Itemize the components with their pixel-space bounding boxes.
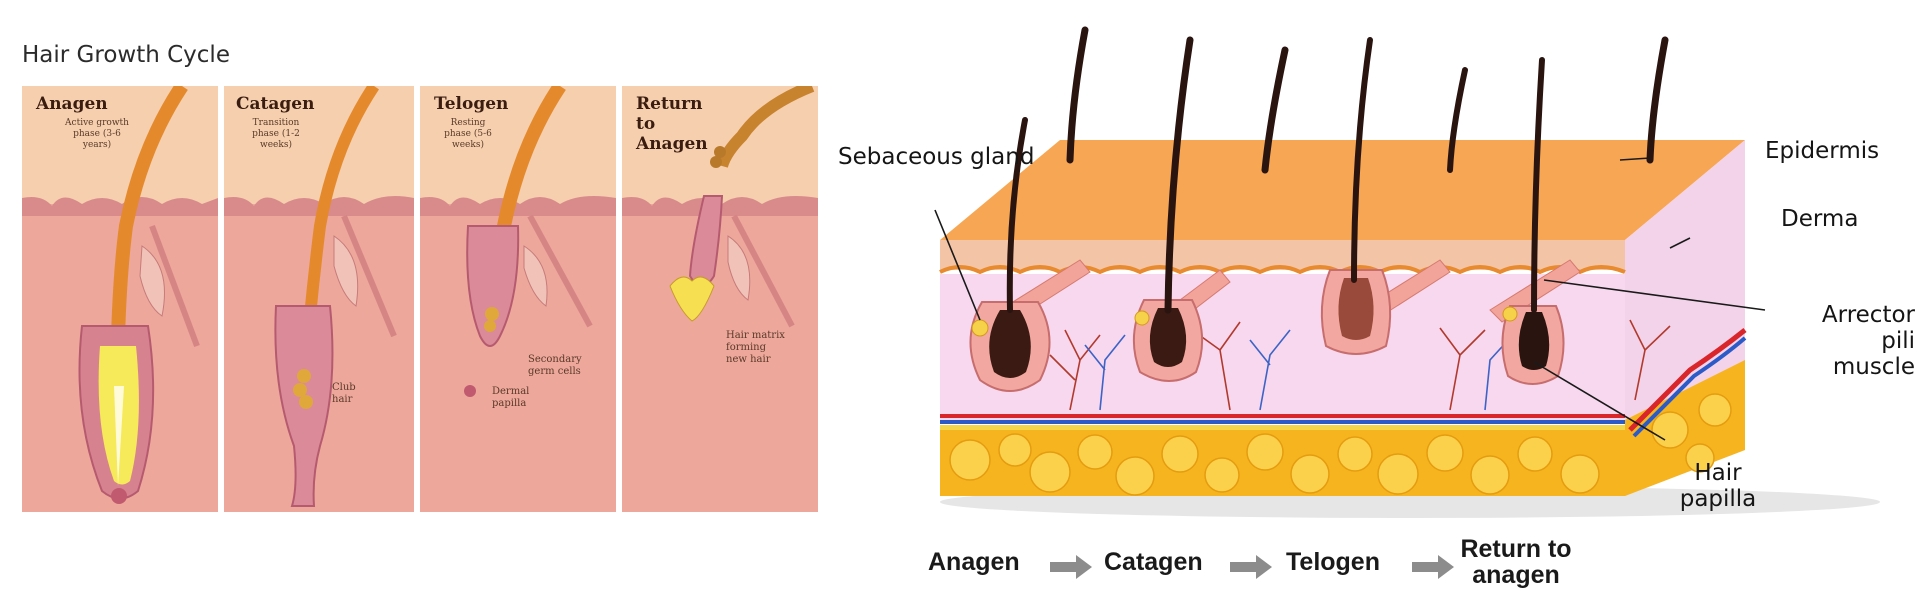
anagen-illustration: [22, 86, 218, 512]
flow-step-catagen: Catagen: [1104, 548, 1203, 576]
flow-step-return-to-anagen: Return to anagen: [1460, 535, 1572, 589]
catagen-illustration: [224, 86, 414, 512]
note-club-hair: Club hair: [332, 382, 356, 405]
label-arrector-pili-muscle: Arrector pili muscle: [1821, 302, 1915, 380]
panel-title: Return to Anagen: [636, 94, 708, 154]
panel-subtitle: Active growth phase (3-6 years): [65, 118, 129, 150]
panel-anagen: Anagen Active growth phase (3-6 years): [22, 86, 218, 512]
return-anagen-illustration: [622, 86, 818, 512]
arrow-right-icon: [1412, 555, 1454, 579]
figure-title: Hair Growth Cycle: [22, 42, 230, 68]
panel-title: Catagen: [236, 94, 315, 114]
note-secondary-germ-cells: Secondary germ cells: [528, 354, 582, 377]
note-dermal-papilla: Dermal papilla: [492, 386, 530, 409]
panel-subtitle: Resting phase (5-6 weeks): [444, 118, 492, 150]
skin-cross-section: [934, 26, 1880, 518]
note-hair-matrix: Hair matrix forming new hair: [726, 330, 785, 365]
flow-step-telogen: Telogen: [1286, 548, 1380, 576]
label-sebaceous-gland: Sebaceous gland: [838, 144, 1035, 170]
panel-subtitle: Transition phase (1-2 weeks): [252, 118, 300, 150]
panel-return-to-anagen: Return to Anagen Hair matrix forming new…: [622, 86, 818, 512]
panel-title: Telogen: [434, 94, 509, 114]
arrow-right-icon: [1230, 555, 1272, 579]
label-hair-papilla: Hair papilla: [1679, 460, 1757, 512]
panel-title: Anagen: [36, 94, 108, 114]
epidermis-top: [940, 140, 1745, 240]
flow-step-anagen: Anagen: [928, 548, 1020, 576]
panel-telogen: Telogen Resting phase (5-6 weeks) Second…: [420, 86, 616, 512]
label-derma: Derma: [1781, 206, 1859, 232]
arrow-right-icon: [1050, 555, 1092, 579]
hair-follicles: [969, 269, 1565, 392]
telogen-illustration: [420, 86, 616, 512]
panel-catagen: Catagen Transition phase (1-2 weeks) Clu…: [224, 86, 414, 512]
label-epidermis: Epidermis: [1765, 138, 1880, 164]
